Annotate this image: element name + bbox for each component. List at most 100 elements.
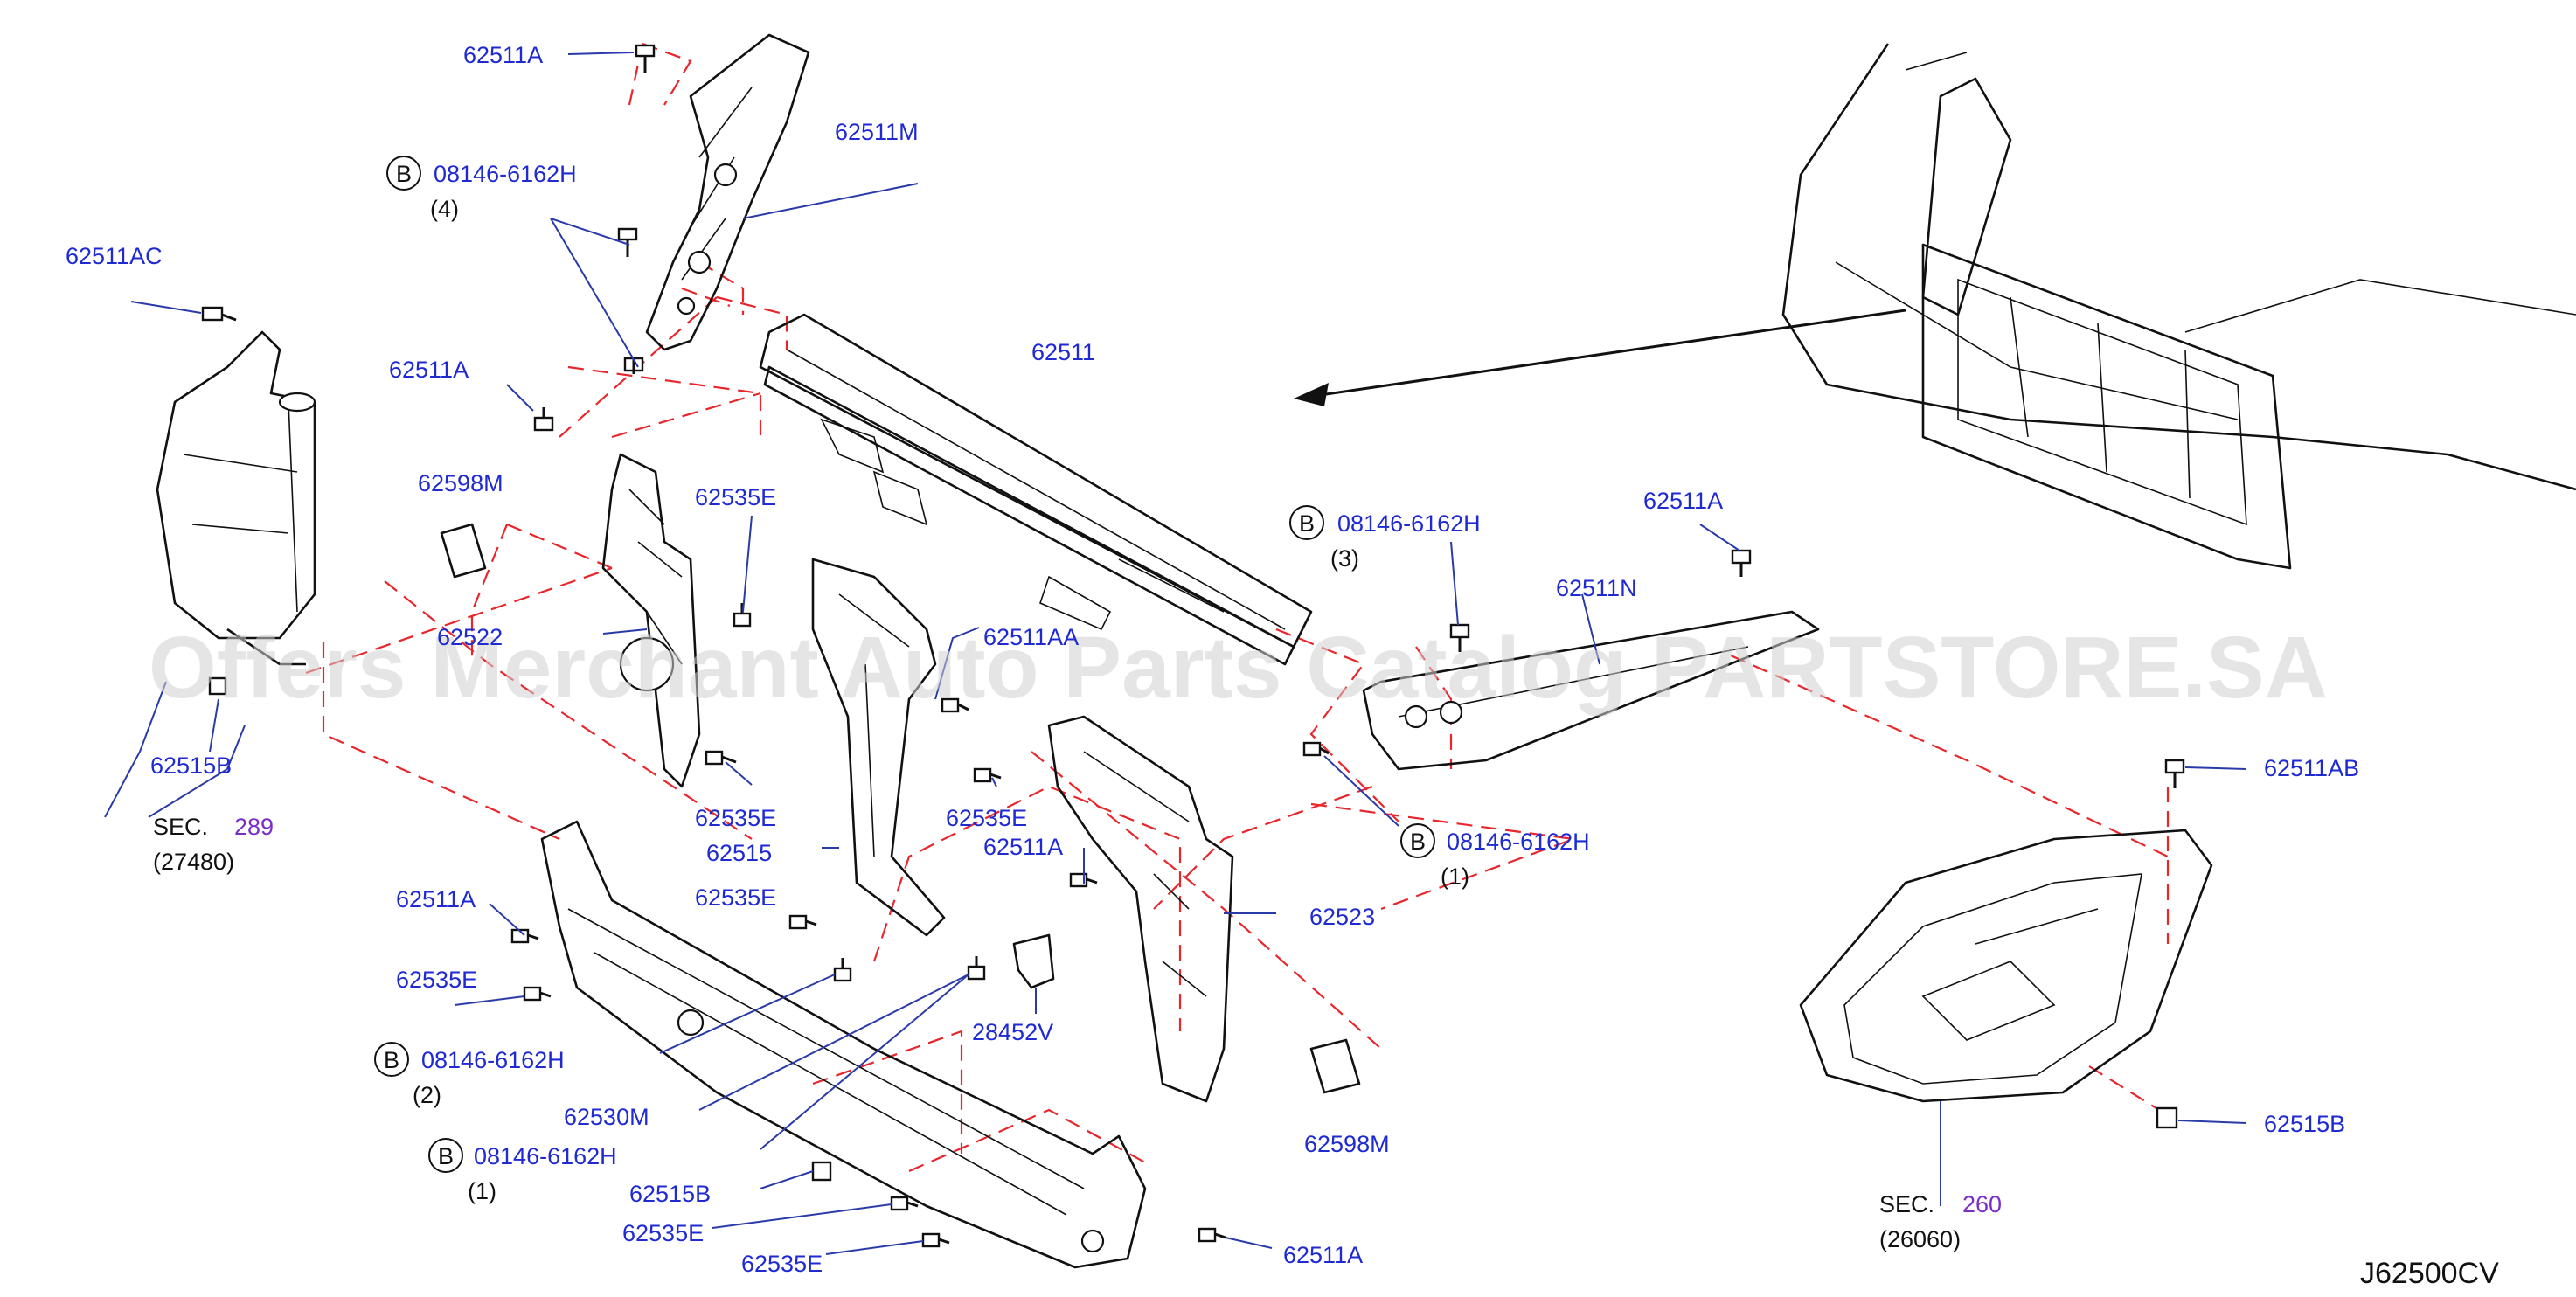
b-circle-icon xyxy=(386,156,421,191)
b-letter: B xyxy=(384,1047,399,1073)
bolt-icon xyxy=(811,1161,832,1182)
label-bolt-b-1a[interactable]: 08146-6162H xyxy=(474,1143,617,1169)
label-62535e-1[interactable]: 62535E xyxy=(695,484,776,510)
bolt-icon xyxy=(1069,872,1098,888)
label-62535e-7[interactable]: 62535E xyxy=(741,1251,823,1277)
bolt-icon xyxy=(921,1232,950,1248)
label-62530m[interactable]: 62530M xyxy=(564,1104,649,1130)
label-62511a-mid[interactable]: 62511A xyxy=(983,834,1063,860)
label-62598m-left[interactable]: 62598M xyxy=(418,470,503,496)
sec-289-link[interactable]: 289 xyxy=(234,814,274,840)
watermark-text: Offers Merchant Auto Parts Catalog PARTS… xyxy=(149,619,2328,717)
sec-260-link[interactable]: 260 xyxy=(1962,1191,2002,1217)
label-62535e-5[interactable]: 62535E xyxy=(396,967,477,993)
bolt-icon xyxy=(1302,741,1330,757)
label-62598m-right[interactable]: 62598M xyxy=(1304,1131,1390,1157)
hood-lock-stay-side xyxy=(1362,610,1820,771)
label-62511[interactable]: 62511 xyxy=(1031,339,1095,365)
label-62535e-3[interactable]: 62535E xyxy=(946,805,1027,831)
bolt-icon xyxy=(941,697,969,713)
b-badge-4: B xyxy=(386,156,421,191)
bolt-icon xyxy=(890,1196,919,1211)
label-bolt-b-2[interactable]: 08146-6162H xyxy=(421,1047,565,1073)
b-circle-icon xyxy=(1289,505,1324,540)
b-circle-icon xyxy=(1400,823,1435,858)
qty-bolt-b-1b: (1) xyxy=(1441,864,1469,890)
bolt-icon xyxy=(1198,1227,1226,1243)
qty-bolt-b-3: (3) xyxy=(1330,545,1359,572)
label-62511m[interactable]: 62511M xyxy=(835,119,919,145)
bolt-icon xyxy=(533,407,554,432)
bolt-icon xyxy=(201,306,237,322)
location-arrow xyxy=(1294,309,1906,406)
bolt-icon xyxy=(510,928,539,944)
bolt-icon xyxy=(208,676,227,696)
b-badge-1b: B xyxy=(1400,823,1435,858)
label-62515b-left[interactable]: 62515B xyxy=(150,753,232,779)
bolt-icon xyxy=(1449,623,1470,652)
fasteners xyxy=(201,44,2185,1248)
bolt-icon xyxy=(2164,759,2185,788)
label-bolt-b-1b[interactable]: 08146-6162H xyxy=(1447,829,1590,855)
upper-radiator-core-support xyxy=(759,313,1313,666)
bolt-icon xyxy=(1731,549,1752,577)
bolt-icon xyxy=(733,603,752,628)
label-62535e-6[interactable]: 62535E xyxy=(622,1220,704,1246)
label-62511a-right[interactable]: 62511A xyxy=(1643,488,1723,514)
b-badge-1a: B xyxy=(428,1138,463,1173)
bolt-icon xyxy=(788,914,817,930)
label-28452v[interactable]: 28452V xyxy=(972,1019,1053,1045)
label-62515b-bottom[interactable]: 62515B xyxy=(629,1181,711,1207)
b-circle-icon xyxy=(428,1138,463,1173)
alignment-lines xyxy=(305,42,2170,1173)
b-letter: B xyxy=(1410,829,1426,855)
label-62511ab[interactable]: 62511AB xyxy=(2264,755,2359,781)
bolt-icon xyxy=(705,750,737,766)
b-letter: B xyxy=(438,1143,454,1169)
bolt-icon xyxy=(617,227,638,257)
bolt-icon xyxy=(635,44,656,73)
b-badge-2: B xyxy=(374,1042,409,1077)
bolt-icon xyxy=(967,956,986,981)
bolt-icon xyxy=(973,767,1002,783)
lower-radiator-core-support xyxy=(540,820,1147,1269)
b-letter: B xyxy=(396,161,412,187)
bolt-icon xyxy=(833,958,852,982)
upper-hood-lock-stay xyxy=(645,33,810,351)
b-letter: B xyxy=(1299,510,1315,537)
label-bolt-b-3[interactable]: 08146-6162H xyxy=(1337,510,1481,537)
label-62515b-right[interactable]: 62515B xyxy=(2264,1111,2345,1137)
left-side-bracket xyxy=(601,453,701,788)
leader-lines xyxy=(104,52,2247,1255)
label-62535e-2[interactable]: 62535E xyxy=(695,805,776,831)
sec-260-prefix: SEC. xyxy=(1879,1191,1934,1217)
clip-62598m-left xyxy=(440,523,487,579)
sec-289-sub: (27480) xyxy=(153,849,234,875)
qty-bolt-b-4: (4) xyxy=(430,196,459,222)
part-labels: 62511A 62511M B 08146-6162H (4) 62511AC … xyxy=(66,42,2499,1290)
label-62511a-left[interactable]: 62511A xyxy=(389,357,469,383)
headlamp-assembly xyxy=(1799,829,2213,1103)
label-62522[interactable]: 62522 xyxy=(437,624,503,650)
label-62511a-left2[interactable]: 62511A xyxy=(396,886,476,912)
qty-bolt-b-1a: (1) xyxy=(468,1178,496,1204)
center-vertical-stay xyxy=(811,558,946,937)
bolt-icon xyxy=(523,986,552,1002)
label-bolt-b-4[interactable]: 08146-6162H xyxy=(434,161,577,187)
diagram-code: J62500CV xyxy=(2360,1257,2499,1290)
label-62535e-4[interactable]: 62535E xyxy=(695,884,776,911)
label-62511aa[interactable]: 62511AA xyxy=(983,624,1079,650)
label-62511a-bottom[interactable]: 62511A xyxy=(1283,1242,1363,1268)
right-side-bracket xyxy=(1047,715,1234,1103)
b-badge-3: B xyxy=(1289,505,1324,540)
label-62511a-top[interactable]: 62511A xyxy=(463,42,543,68)
label-62515[interactable]: 62515 xyxy=(706,840,772,866)
b-circle-icon xyxy=(374,1042,409,1077)
label-62511ac[interactable]: 62511AC xyxy=(66,243,163,269)
bracket-28452v xyxy=(1012,933,1055,989)
label-62511n[interactable]: 62511N xyxy=(1556,575,1637,601)
sec-289-prefix: SEC. xyxy=(153,814,208,840)
label-62523[interactable]: 62523 xyxy=(1309,904,1375,930)
bolt-icon xyxy=(2156,1106,2178,1129)
